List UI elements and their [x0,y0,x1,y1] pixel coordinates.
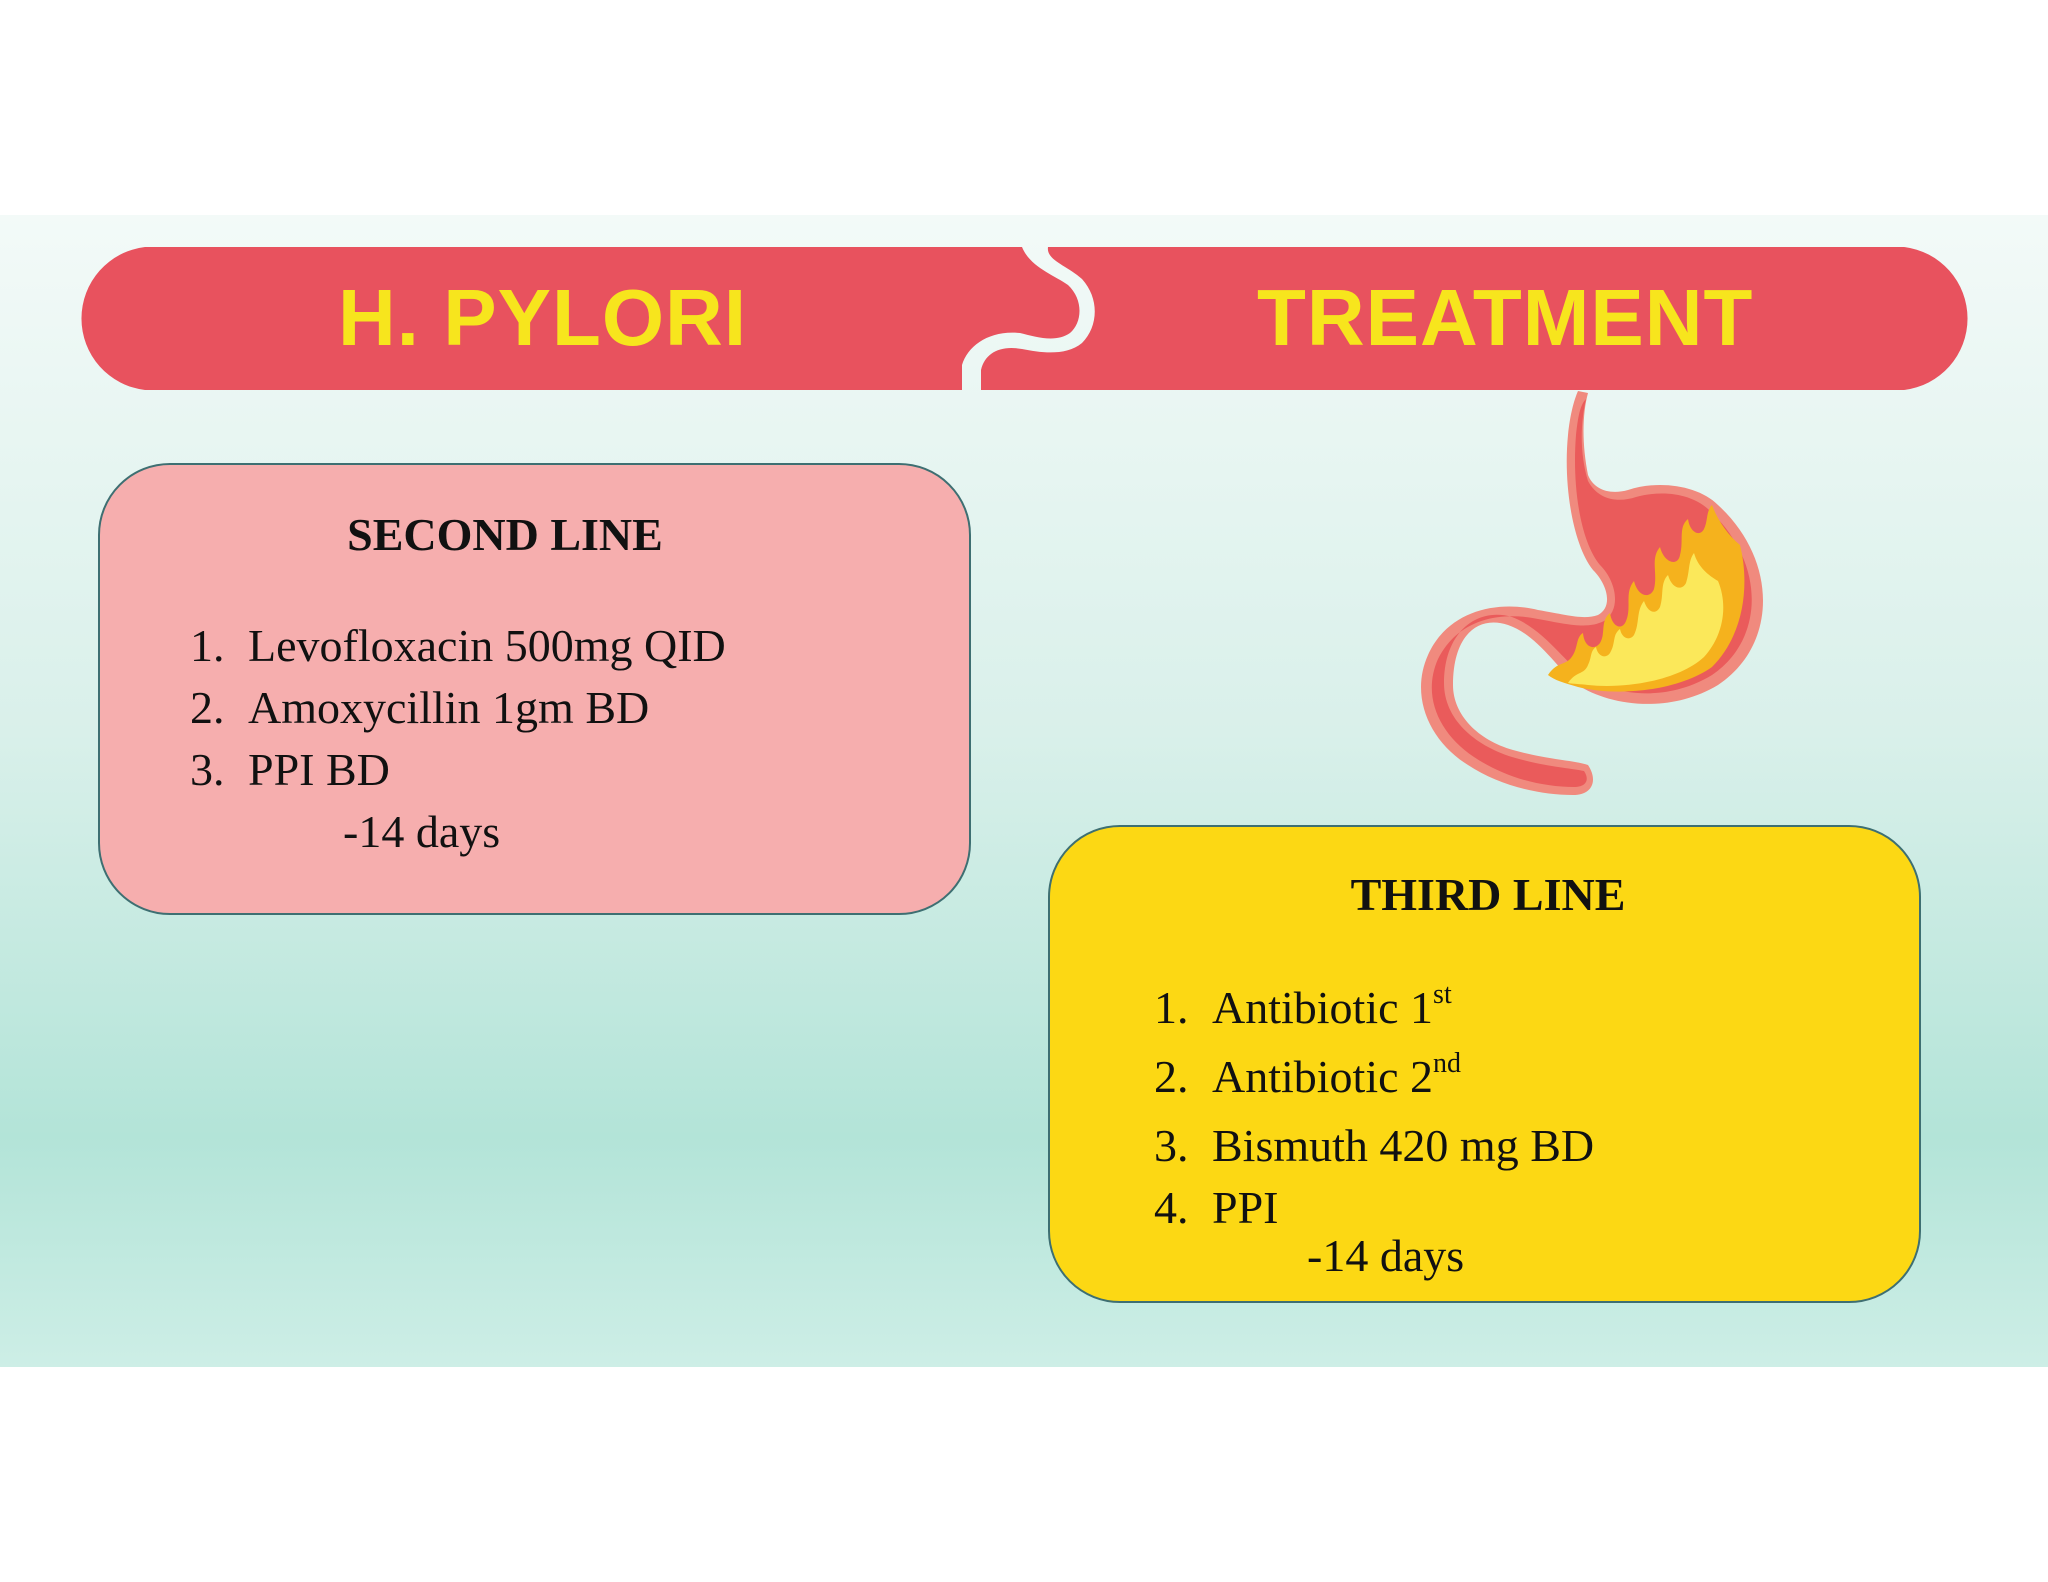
list-item: 1. Antibiotic 1st [1154,977,1594,1046]
list-item-number: 3. [1154,1120,1189,1171]
list-item-text: PPI [1212,1182,1279,1233]
third-line-list: 1. Antibiotic 1st 2. Antibiotic 2nd 3. B… [1154,977,1594,1239]
stomach-body [1431,399,1752,787]
list-item: 4. PPI [1154,1177,1594,1239]
list-item-number: 4. [1154,1182,1189,1233]
list-item-label: Antibiotic 2 [1212,1051,1434,1102]
list-item: 2. Antibiotic 2nd [1154,1046,1594,1115]
slide: H. PYLORI TREATMENT SECOND LINE 1. Levof… [0,215,2048,1367]
list-item-number: 2. [1154,1051,1189,1102]
flames-inner [1568,553,1724,686]
stomach-with-flames-icon [1421,391,1763,795]
list-item-number: 2. [190,682,225,733]
list-item: 2. Amoxycillin 1gm BD [190,677,726,739]
list-item-text: PPI BD [248,744,390,795]
ordinal-suffix: nd [1433,1048,1462,1079]
third-line-card: THIRD LINE 1. Antibiotic 1st 2. Antibiot… [1048,825,1921,1303]
list-item-number: 3. [190,744,225,795]
list-item-text: Amoxycillin 1gm BD [248,682,650,733]
title-banner [81,247,1968,390]
list-item: 3. PPI BD [190,739,726,801]
banner-title-right: TREATMENT [1257,273,1754,362]
second-line-card: SECOND LINE 1. Levofloxacin 500mg QID 2.… [98,463,971,915]
second-line-list: 1. Levofloxacin 500mg QID 2. Amoxycillin… [190,615,726,801]
second-line-duration: -14 days [343,806,501,857]
list-item-number: 1. [190,620,225,671]
banner-bar-right [981,247,1968,390]
list-item-text: Bismuth 420 mg BD [1212,1120,1595,1171]
second-line-heading: SECOND LINE [347,509,663,560]
list-item: 3. Bismuth 420 mg BD [1154,1115,1594,1177]
banner-title-left: H. PYLORI [338,273,748,362]
list-item-label: Antibiotic 1 [1212,982,1434,1033]
third-line-heading: THIRD LINE [1350,869,1626,920]
list-item-text: Antibiotic 2nd [1212,1046,1461,1115]
stomach-outline [1421,391,1763,795]
list-item-text: Levofloxacin 500mg QID [248,620,726,671]
list-item-text: Antibiotic 1st [1212,977,1452,1046]
ordinal-suffix: st [1433,979,1452,1010]
list-item: 1. Levofloxacin 500mg QID [190,615,726,677]
banner-bar-left [81,247,1080,390]
third-line-duration: -14 days [1307,1230,1465,1281]
list-item-number: 1. [1154,982,1189,1033]
